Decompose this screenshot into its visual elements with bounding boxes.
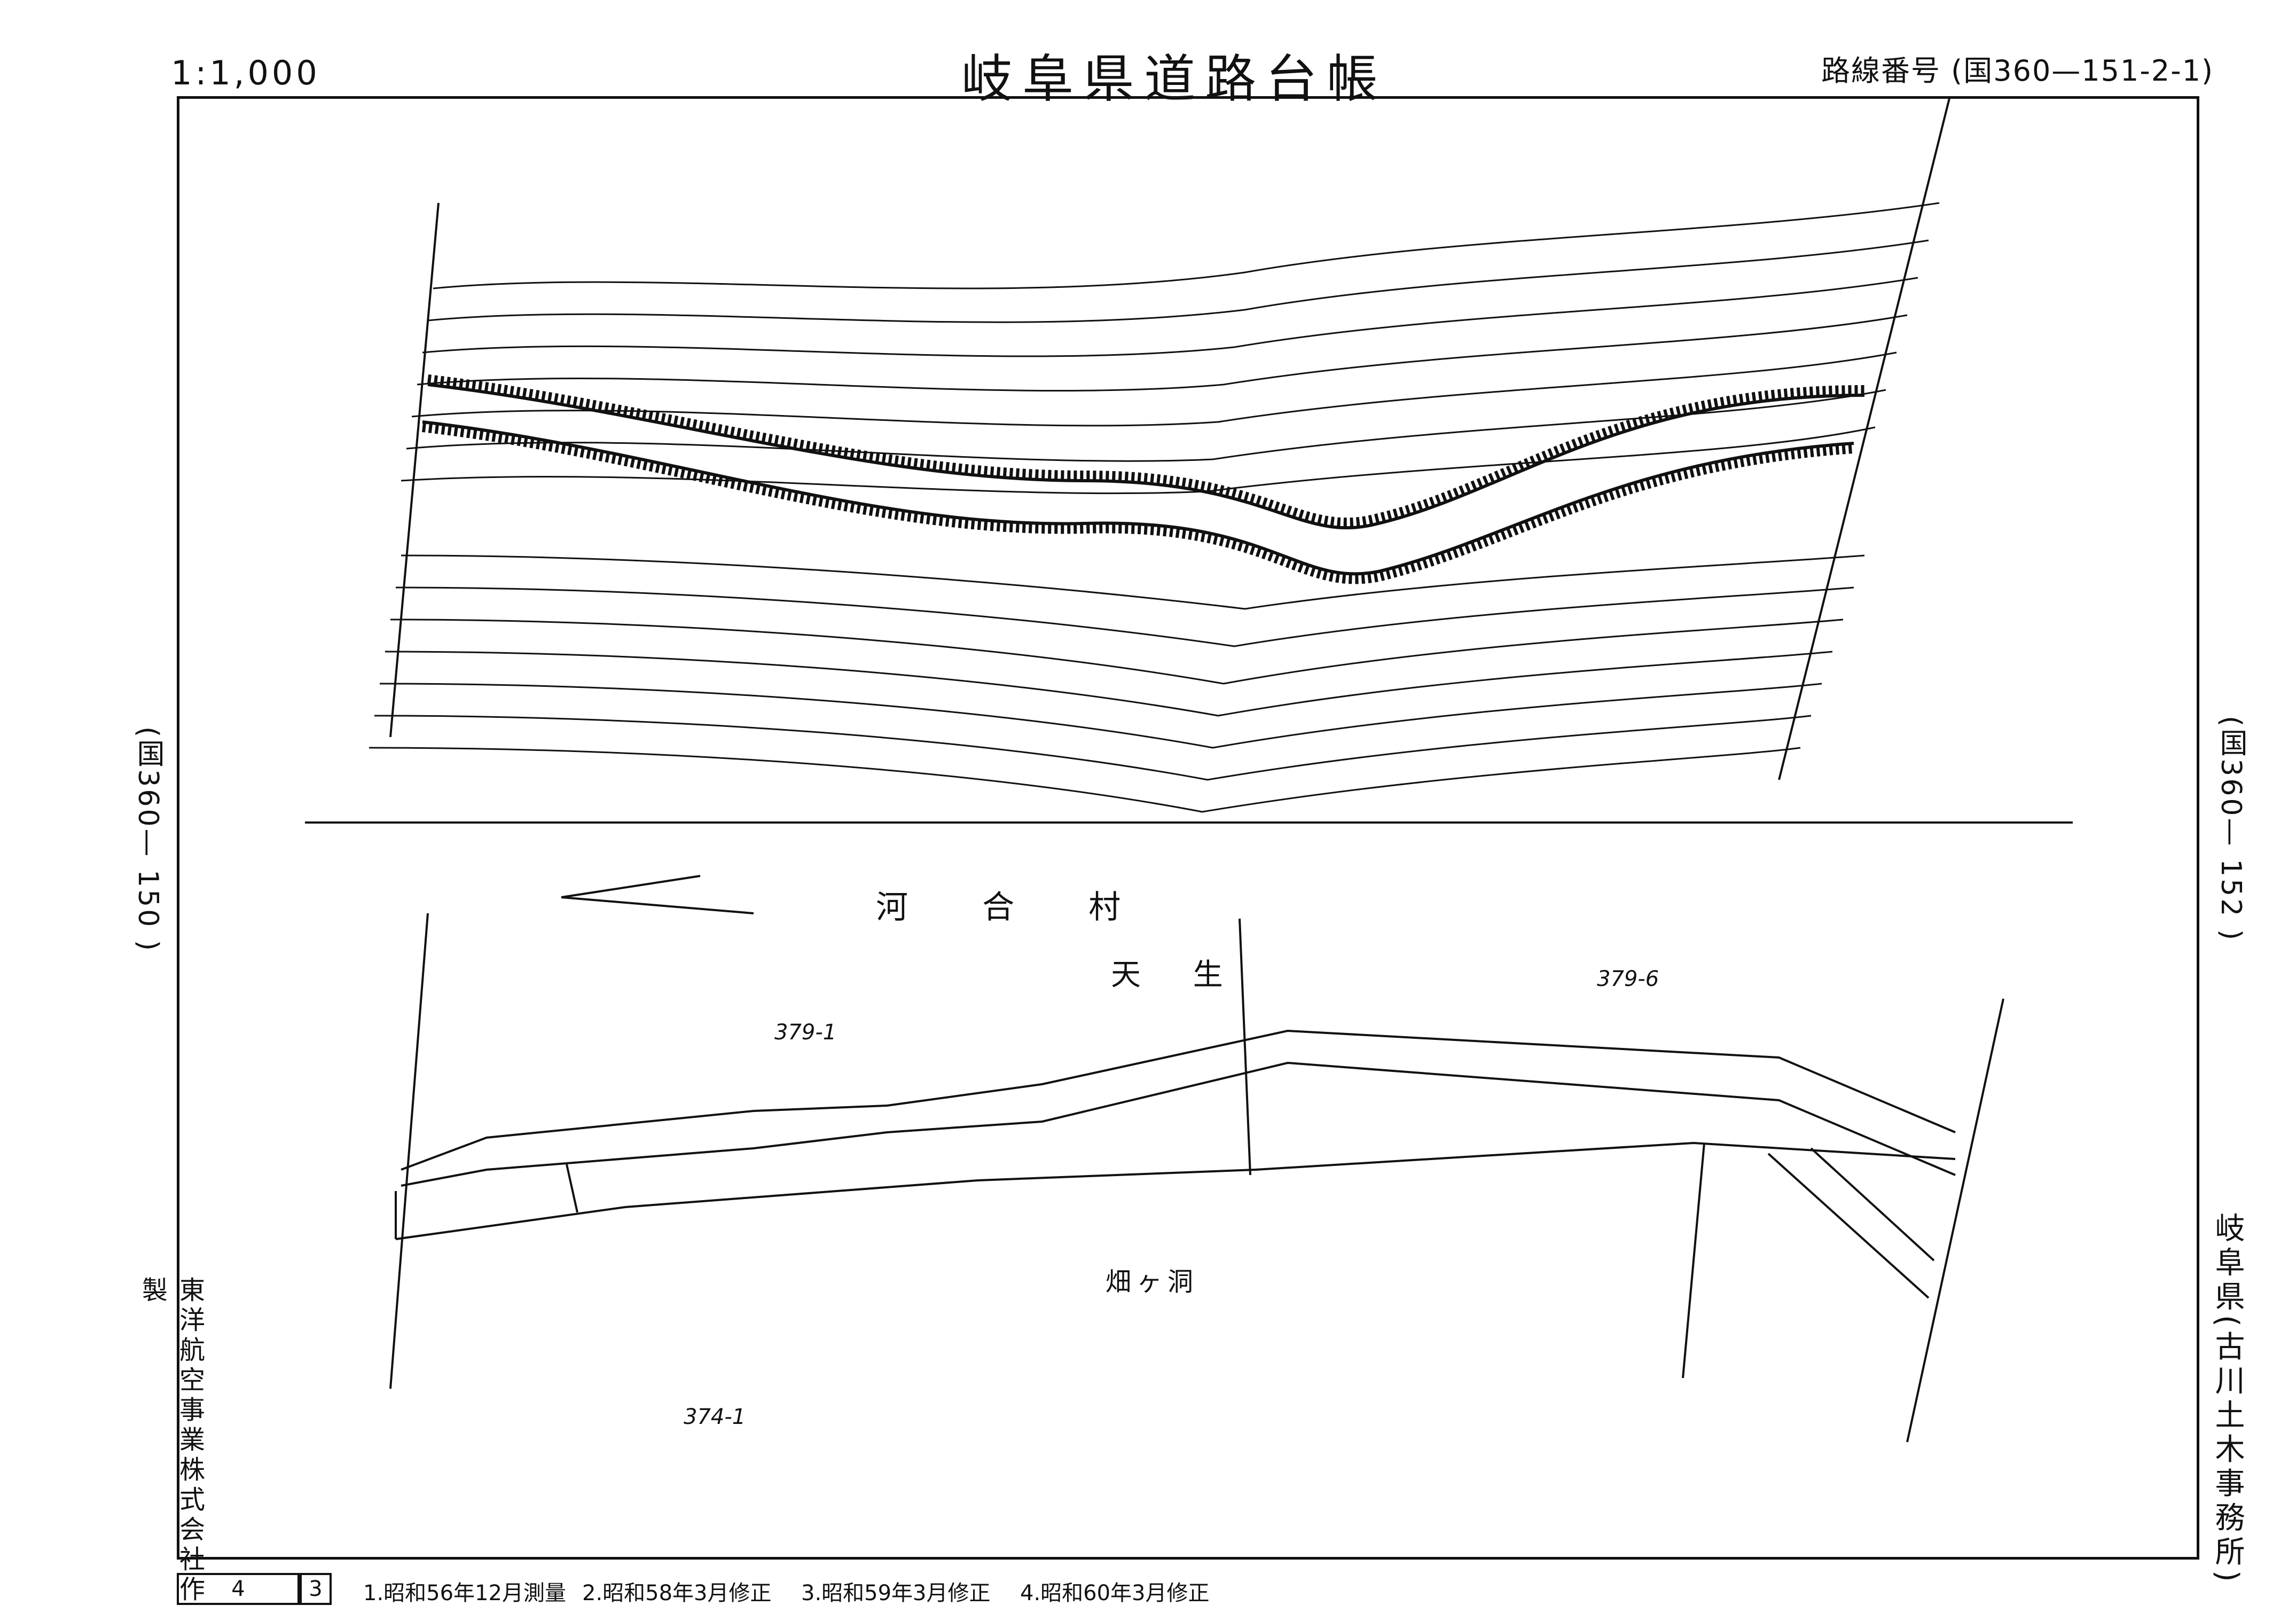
parcel-label: 379-1 xyxy=(774,1020,837,1045)
village-label: 河 合 村 xyxy=(876,889,1153,926)
route-number: 路線番号 (国360—151-2-1) xyxy=(1821,54,2214,88)
page-number-left: 4 xyxy=(177,1573,300,1605)
district-label: 天 生 xyxy=(1111,958,1244,992)
page-title: 岐阜県道路台帳 xyxy=(961,49,1388,109)
adjacent-sheet-left[interactable]: (国360— 150 ) xyxy=(132,726,164,953)
sheet-lines xyxy=(305,96,2073,1443)
revision-1: 1.昭和56年12月測量 xyxy=(363,1581,566,1606)
revision-3: 3.昭和59年3月修正 xyxy=(801,1581,991,1606)
district-label: 畑ヶ洞 xyxy=(1106,1267,1199,1297)
contour-lines xyxy=(369,202,1940,813)
adjacent-sheet-right[interactable]: (国360— 152 ) xyxy=(2215,716,2247,943)
maker-credit: 東洋航空事業株式会社作製 xyxy=(137,1277,205,1606)
map-frame xyxy=(177,96,2199,1560)
map-scale: 1:1,000 xyxy=(171,53,320,92)
parcel-label: 374-1 xyxy=(684,1405,746,1429)
revision-4: 4.昭和60年3月修正 xyxy=(1020,1581,1210,1606)
road-edges[interactable] xyxy=(422,383,1865,576)
page-number-right: 3 xyxy=(300,1573,332,1605)
revision-2: 2.昭和58年3月修正 xyxy=(582,1581,772,1606)
office-name: 岐阜県(古川土木事務所) xyxy=(2210,1212,2245,1586)
parcel-label: 379-6 xyxy=(1597,967,1659,991)
road-guardrail xyxy=(421,374,1865,584)
road-map[interactable] xyxy=(177,96,2199,1560)
